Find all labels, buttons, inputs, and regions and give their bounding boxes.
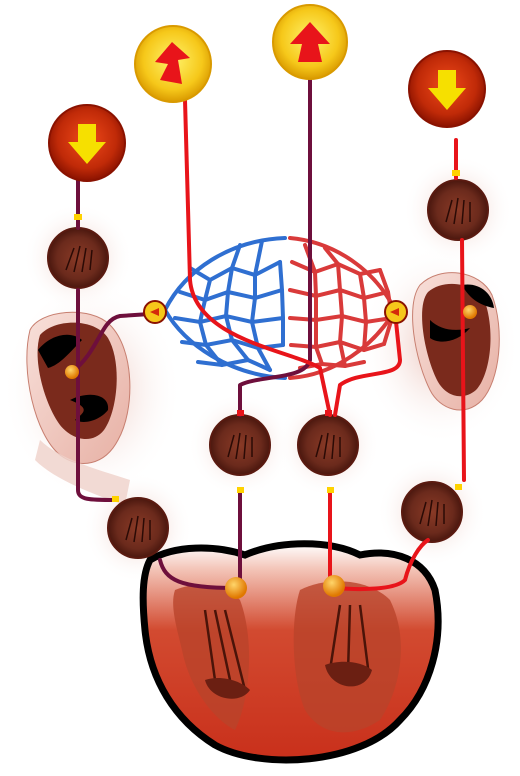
arrow-badges <box>49 5 485 181</box>
valve-upper-left <box>48 228 108 288</box>
deoxygenated-capillary-network <box>165 238 285 378</box>
valve-middle-left <box>210 415 270 475</box>
arrow-down-icon <box>49 105 125 181</box>
arrow-down-icon <box>409 51 485 127</box>
heart <box>143 544 438 760</box>
valve-lower-right <box>402 482 462 542</box>
valve-upper-right <box>428 180 488 240</box>
lung-exit-right-marker <box>385 301 407 323</box>
arrow-up-icon <box>273 5 347 79</box>
oxy-path-right-main <box>462 240 464 480</box>
valve-middle-right <box>298 415 358 475</box>
valve-lower-left <box>108 498 168 558</box>
deoxy-path-to-top-arrow <box>240 80 310 415</box>
lung-entry-left-marker <box>144 301 166 323</box>
arrow-up-icon <box>135 26 211 102</box>
